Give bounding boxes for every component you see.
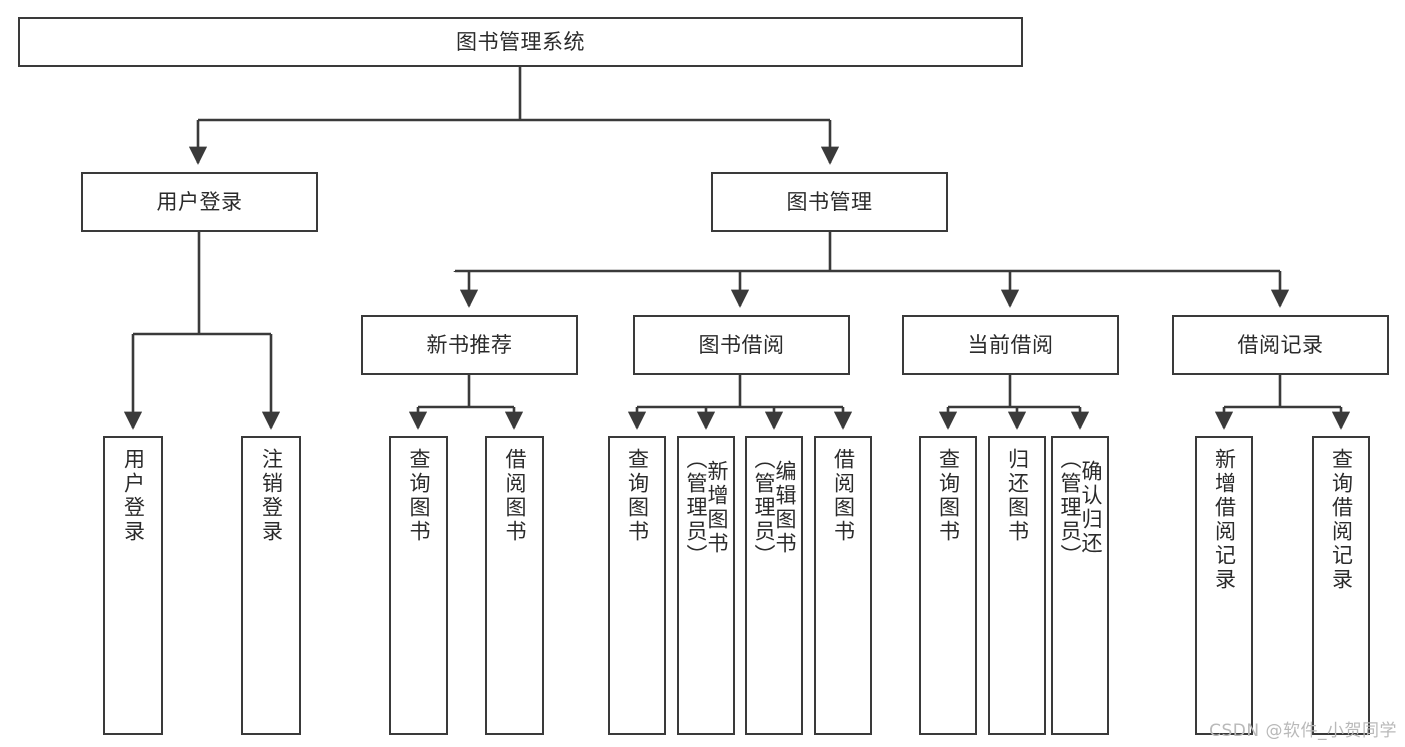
node-label: 图书管理系统 bbox=[456, 29, 585, 54]
node-new-book-recommend[interactable]: 新书推荐 bbox=[361, 315, 578, 375]
node-label: 借阅图书 bbox=[503, 448, 527, 544]
leaf-recommend-query-book[interactable]: 查询图书 bbox=[389, 436, 448, 735]
node-label: 归还图书 bbox=[1005, 448, 1030, 544]
node-book-borrow[interactable]: 图书借阅 bbox=[633, 315, 850, 375]
node-label: 新增图书 （管理员） bbox=[684, 448, 729, 568]
node-label: 新增借阅记录 bbox=[1212, 448, 1237, 592]
node-label: 注销登录 bbox=[259, 448, 284, 544]
node-label: 用户登录 bbox=[156, 189, 243, 214]
node-label: 查询图书 bbox=[407, 448, 431, 544]
node-label: 图书管理 bbox=[786, 189, 873, 214]
leaf-user-login[interactable]: 用户登录 bbox=[103, 436, 163, 735]
node-label: 查询图书 bbox=[936, 448, 961, 544]
leaf-recommend-borrow-book[interactable]: 借阅图书 bbox=[485, 436, 544, 735]
leaf-borrow-query-book[interactable]: 查询图书 bbox=[608, 436, 666, 735]
csdn-watermark: CSDN @软件_小贺同学 bbox=[1209, 721, 1397, 741]
node-label: 确认归还 （管理员） bbox=[1058, 448, 1103, 568]
node-label: 借阅记录 bbox=[1237, 332, 1324, 357]
node-book-management[interactable]: 图书管理 bbox=[711, 172, 948, 232]
node-label: 查询图书 bbox=[625, 448, 650, 544]
node-label: 用户登录 bbox=[121, 448, 146, 544]
leaf-borrow-borrow-book[interactable]: 借阅图书 bbox=[814, 436, 872, 735]
leaf-borrow-add-book[interactable]: 新增图书 （管理员） bbox=[677, 436, 735, 735]
node-label: 借阅图书 bbox=[831, 448, 856, 544]
node-label: 编辑图书 （管理员） bbox=[752, 448, 797, 568]
leaf-user-logout[interactable]: 注销登录 bbox=[241, 436, 301, 735]
leaf-current-return-book[interactable]: 归还图书 bbox=[988, 436, 1046, 735]
leaf-record-add-record[interactable]: 新增借阅记录 bbox=[1195, 436, 1253, 735]
node-user-login[interactable]: 用户登录 bbox=[81, 172, 318, 232]
leaf-record-query-record[interactable]: 查询借阅记录 bbox=[1312, 436, 1370, 735]
leaf-current-confirm-return[interactable]: 确认归还 （管理员） bbox=[1051, 436, 1109, 735]
node-label: 图书借阅 bbox=[698, 332, 785, 357]
leaf-borrow-edit-book[interactable]: 编辑图书 （管理员） bbox=[745, 436, 803, 735]
node-borrow-record[interactable]: 借阅记录 bbox=[1172, 315, 1389, 375]
node-current-borrow[interactable]: 当前借阅 bbox=[902, 315, 1119, 375]
node-label: 当前借阅 bbox=[967, 332, 1054, 357]
node-label: 查询借阅记录 bbox=[1329, 448, 1354, 592]
node-root-system[interactable]: 图书管理系统 bbox=[18, 17, 1023, 67]
node-label: 新书推荐 bbox=[426, 332, 513, 357]
leaf-current-query-book[interactable]: 查询图书 bbox=[919, 436, 977, 735]
